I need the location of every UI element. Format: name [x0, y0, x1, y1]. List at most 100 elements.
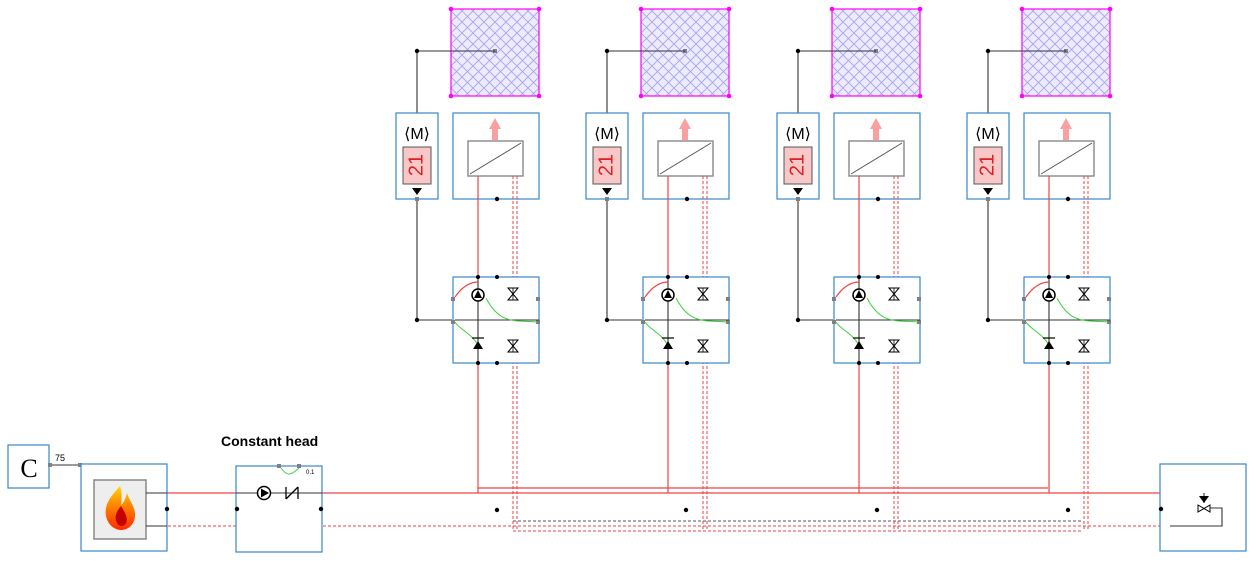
radiator-block[interactable] [1023, 112, 1111, 202]
bowtie-valve-icon [696, 287, 710, 301]
room-corner [1019, 6, 1025, 12]
valve-assembly[interactable] [1022, 275, 1111, 365]
pump-icon [661, 288, 675, 302]
room-corner [1019, 93, 1025, 99]
return-valve-block[interactable] [1158, 463, 1247, 552]
pump-triangle [474, 290, 482, 298]
setpoint-box [592, 146, 622, 185]
thermostat-block[interactable]: ⟨M⟩21 [966, 112, 1010, 201]
thermostat-mode: ⟨M⟩ [594, 126, 620, 143]
setpoint-value: 21 [595, 154, 617, 176]
flame-icon [105, 486, 136, 530]
valve-port [832, 297, 836, 301]
valve-port [1022, 297, 1026, 301]
valve-red-link [835, 281, 860, 298]
thermostat-mode: ⟨M⟩ [404, 126, 430, 143]
room-block[interactable] [829, 6, 923, 99]
junction-dot [876, 275, 880, 279]
valve-green-link [1025, 321, 1050, 346]
room-block[interactable] [638, 6, 732, 99]
room-corner [1107, 6, 1113, 12]
room-block[interactable] [448, 6, 542, 99]
pump-triangle [664, 290, 672, 298]
valve-assembly[interactable] [451, 275, 540, 365]
junction-dot [684, 196, 690, 202]
room-corner [726, 6, 732, 12]
pump-group-block[interactable]: 0.1 [234, 464, 324, 553]
valve-red-link [644, 281, 669, 298]
valve-green-link [454, 321, 479, 346]
junction-dot [795, 317, 801, 323]
junction-dot [495, 275, 499, 279]
valve-port [536, 320, 540, 324]
valve-port [726, 320, 730, 324]
check-valve-icon [1044, 341, 1054, 349]
radiator-block[interactable] [642, 112, 730, 202]
zone-1: ⟨M⟩21 [395, 6, 542, 531]
room-corner [536, 6, 542, 12]
valve-green-link-2 [485, 297, 538, 323]
valve-port [917, 320, 921, 324]
valve-port [1107, 297, 1111, 301]
junction-dot [494, 196, 500, 202]
control-wire [416, 201, 452, 321]
room-corner [448, 6, 454, 12]
room-corner [1107, 93, 1113, 99]
valve-green-link [835, 321, 860, 346]
junction-dot [1066, 275, 1070, 279]
valve-green-link [644, 321, 669, 346]
room-corner [917, 93, 923, 99]
valve-port [641, 320, 645, 324]
radiator-diagonal [850, 142, 903, 175]
junction-dot [985, 48, 991, 54]
thermostat-block[interactable]: ⟨M⟩21 [395, 112, 439, 201]
setpoint-box [973, 146, 1003, 185]
bowtie-valve-icon [506, 287, 520, 301]
valve-port [536, 297, 540, 301]
room-corner [726, 93, 732, 99]
check-valve-icon [473, 341, 483, 349]
valve-red-link [1025, 281, 1050, 298]
junction-dot [666, 275, 670, 279]
up-arrow-icon [489, 118, 501, 140]
setpoint-value: 21 [976, 154, 998, 176]
valve-assembly[interactable] [832, 275, 921, 365]
check-valve-icon [663, 341, 673, 349]
arrow-down-icon [412, 188, 422, 195]
check-valve-icon [285, 486, 299, 500]
check-valve-icon [854, 341, 864, 349]
thermostat-block[interactable]: ⟨M⟩ 21 [585, 112, 629, 201]
bowtie-valve-icon [887, 287, 901, 301]
arrow-down-icon [983, 188, 993, 195]
junction-dot [414, 48, 420, 54]
junction-dot [1047, 275, 1051, 279]
setpoint-box [783, 146, 813, 185]
pump-setting: 0.1 [306, 470, 315, 476]
boiler-block[interactable] [80, 463, 170, 552]
arrow-down-icon [793, 188, 803, 195]
valve-assembly[interactable] [641, 275, 730, 365]
junction-dot [604, 317, 610, 323]
radiator-block[interactable] [452, 112, 540, 202]
bowtie-valve-icon [1077, 287, 1091, 301]
valve-port [726, 297, 730, 301]
junction-dot [666, 361, 670, 365]
junction-dot [414, 317, 420, 323]
radiator-block[interactable] [833, 112, 921, 202]
room-corner [829, 6, 835, 12]
thermostat-block[interactable]: ⟨M⟩21 [776, 112, 820, 201]
junction-dot [685, 275, 689, 279]
pump-group-label: Constant head [221, 433, 318, 449]
room-corner [536, 93, 542, 99]
valve-port [1022, 320, 1026, 324]
room-corner [829, 93, 835, 99]
thermostat-port [605, 197, 609, 201]
control-wire [797, 201, 833, 321]
junction-dot [476, 361, 480, 365]
constant-block[interactable]: C [7, 444, 52, 489]
room-block[interactable] [1019, 6, 1113, 99]
junction-dot [476, 275, 480, 279]
radiator-diagonal [1040, 142, 1093, 175]
junction-dot [1047, 361, 1051, 365]
room-corner [638, 93, 644, 99]
